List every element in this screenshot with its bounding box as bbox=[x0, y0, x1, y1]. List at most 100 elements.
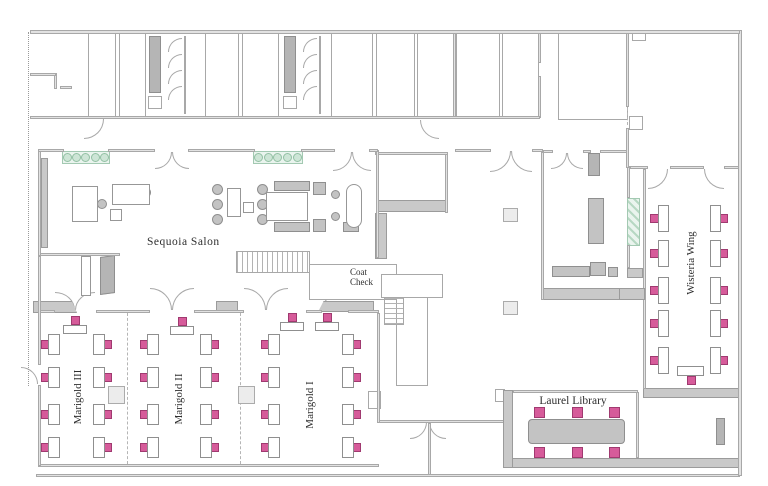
door-arc bbox=[490, 151, 511, 172]
wall-segment bbox=[627, 166, 630, 198]
table bbox=[268, 334, 280, 355]
lounge-sofa bbox=[313, 182, 326, 195]
table bbox=[200, 367, 212, 388]
lounge-sofa bbox=[313, 219, 326, 232]
lounge-table bbox=[72, 186, 98, 222]
wall-segment bbox=[543, 150, 553, 153]
planter-bubble bbox=[292, 153, 302, 162]
door-arc bbox=[410, 422, 427, 439]
lounge-chair bbox=[331, 190, 340, 199]
table bbox=[710, 310, 721, 337]
planter-bubble bbox=[99, 153, 109, 162]
lounge-chair bbox=[331, 212, 340, 221]
door-arc bbox=[352, 152, 371, 171]
wall-segment bbox=[376, 150, 379, 258]
lounge-sofa bbox=[274, 181, 310, 191]
table bbox=[200, 404, 212, 425]
door-arc bbox=[420, 120, 439, 139]
wall-segment bbox=[108, 149, 155, 152]
wall-segment bbox=[590, 262, 606, 276]
corridor-wall-north bbox=[30, 116, 540, 119]
room-label-coat-check: Coat Check bbox=[350, 267, 373, 287]
utility-box bbox=[148, 96, 162, 109]
head-table bbox=[170, 326, 194, 335]
lounge-sofa bbox=[274, 222, 310, 232]
table bbox=[147, 367, 159, 388]
table bbox=[268, 367, 280, 388]
guest-room bbox=[88, 33, 116, 118]
stall-door-arc bbox=[168, 38, 182, 52]
property-line bbox=[28, 32, 29, 386]
table bbox=[268, 404, 280, 425]
chair bbox=[609, 407, 620, 418]
table bbox=[93, 404, 105, 425]
stall-door-arc bbox=[303, 38, 317, 52]
door-arc bbox=[567, 153, 583, 169]
wall-segment bbox=[348, 310, 379, 313]
table bbox=[48, 334, 60, 355]
lounge-table bbox=[227, 188, 241, 217]
pantry-shaft bbox=[588, 153, 600, 176]
planter-bubble bbox=[254, 153, 264, 162]
wall-segment bbox=[188, 149, 255, 152]
wall-segment bbox=[619, 288, 645, 300]
wall-segment bbox=[670, 166, 704, 169]
door-arc bbox=[429, 422, 446, 439]
wall-segment bbox=[538, 33, 541, 63]
room-label-sequoia-salon: Sequoia Salon bbox=[147, 236, 220, 248]
wall-segment bbox=[626, 128, 629, 168]
door-arc bbox=[266, 288, 288, 310]
head-table bbox=[280, 322, 304, 331]
lounge-chair bbox=[212, 184, 223, 195]
room-label-laurel-library: Laurel Library bbox=[539, 395, 607, 407]
air-wall bbox=[127, 313, 128, 464]
elevator-lobby bbox=[376, 33, 415, 118]
lounge-table bbox=[266, 192, 308, 221]
head-table bbox=[315, 322, 339, 331]
wall-segment bbox=[538, 76, 541, 118]
wall-segment bbox=[38, 385, 41, 466]
column bbox=[238, 386, 255, 404]
table bbox=[342, 334, 354, 355]
table bbox=[147, 404, 159, 425]
guest-room bbox=[417, 33, 454, 118]
door-arc bbox=[648, 169, 668, 189]
table bbox=[710, 347, 721, 374]
guest-room bbox=[119, 33, 146, 118]
pantry-island bbox=[588, 198, 604, 244]
wall-segment bbox=[630, 166, 648, 169]
chair bbox=[323, 313, 332, 322]
table bbox=[48, 404, 60, 425]
wall-segment bbox=[30, 73, 56, 76]
wall-segment bbox=[583, 150, 591, 153]
wall-segment bbox=[301, 149, 335, 152]
wall-segment bbox=[600, 150, 628, 153]
table bbox=[342, 437, 354, 458]
room-label-marigold-1: Marigold I bbox=[304, 381, 316, 429]
lounge-chair bbox=[212, 199, 223, 210]
planter-bubble bbox=[90, 153, 100, 162]
wall-segment bbox=[306, 310, 322, 313]
pantry-counter bbox=[552, 266, 590, 277]
wall-segment bbox=[38, 256, 41, 365]
stall-door-arc bbox=[303, 70, 317, 84]
column bbox=[503, 208, 518, 222]
laurel-west-wall bbox=[503, 390, 513, 468]
door-arc bbox=[172, 152, 189, 169]
table bbox=[93, 437, 105, 458]
wall-segment bbox=[532, 149, 543, 152]
stall-door-arc bbox=[303, 54, 317, 68]
wall-segment bbox=[445, 152, 448, 213]
table bbox=[200, 437, 212, 458]
sequoia-west-wall bbox=[38, 150, 41, 256]
wall-segment bbox=[627, 245, 630, 268]
table bbox=[147, 437, 159, 458]
table bbox=[93, 334, 105, 355]
escalator bbox=[236, 251, 310, 273]
table bbox=[658, 277, 669, 304]
door-arc bbox=[21, 367, 38, 384]
chair bbox=[178, 317, 187, 326]
wall-segment bbox=[627, 268, 643, 278]
wall-segment bbox=[629, 116, 643, 130]
stall-door-arc bbox=[168, 86, 182, 100]
